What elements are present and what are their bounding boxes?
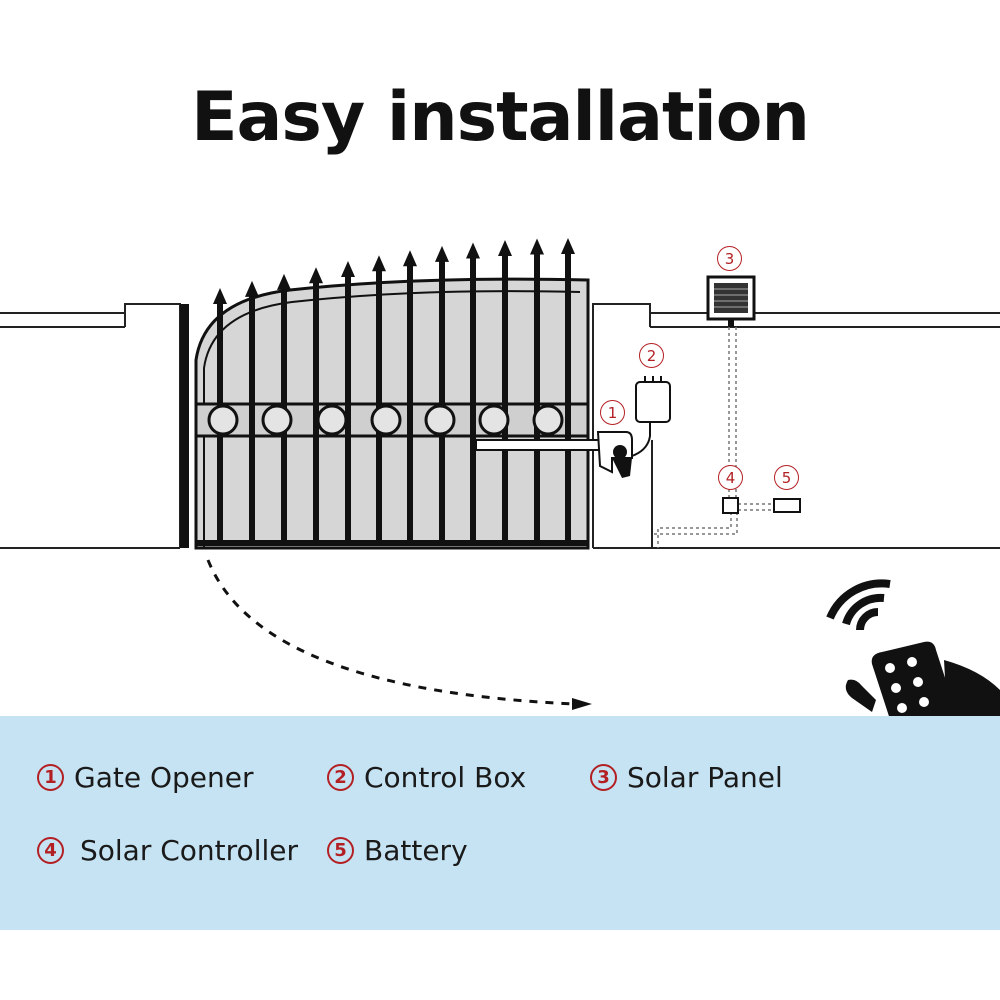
spear-tip bbox=[403, 250, 417, 267]
spear-tip bbox=[277, 273, 291, 290]
gate-rings bbox=[207, 404, 564, 436]
gate bbox=[180, 238, 590, 550]
gate-ring bbox=[532, 404, 564, 436]
page-title: Easy installation bbox=[191, 78, 810, 157]
solar-controller bbox=[722, 497, 739, 514]
legend-item-gate-opener: 1 Gate Opener bbox=[37, 761, 253, 794]
callout-5-battery: 5 bbox=[774, 465, 799, 490]
spear-tip bbox=[341, 260, 355, 277]
legend-label: Control Box bbox=[364, 761, 527, 794]
number-badge: 1 bbox=[37, 764, 64, 791]
battery bbox=[773, 498, 801, 513]
solar-panel bbox=[706, 275, 756, 327]
legend-item-solar-controller: 4 Solar Controller bbox=[37, 834, 298, 867]
legend-label: Solar Controller bbox=[80, 834, 298, 867]
legend-item-battery: 5 Battery bbox=[327, 834, 468, 867]
swing-path-arrow bbox=[206, 559, 576, 706]
gate-ring bbox=[478, 404, 510, 436]
legend-panel: 1 Gate Opener 2 Control Box 3 Solar Pane… bbox=[0, 716, 1000, 930]
callout-3-solar-panel: 3 bbox=[717, 246, 742, 271]
spear-tip bbox=[213, 288, 227, 304]
callout-1-gate-opener: 1 bbox=[600, 400, 625, 425]
spear-tip bbox=[309, 267, 323, 284]
callout-2-control-box: 2 bbox=[639, 343, 664, 368]
number-badge: 2 bbox=[327, 764, 354, 791]
wiring bbox=[654, 327, 774, 548]
control-box bbox=[631, 376, 671, 457]
spear-tip bbox=[466, 242, 480, 259]
spear-tip bbox=[498, 240, 512, 257]
number-badge: 5 bbox=[327, 837, 354, 864]
gate-ring bbox=[316, 404, 348, 436]
number-badge: 4 bbox=[37, 837, 64, 864]
wall-right bbox=[592, 303, 1000, 549]
gate-ring bbox=[261, 404, 293, 436]
gate-ring bbox=[370, 404, 402, 436]
wall-left bbox=[0, 303, 181, 549]
callout-4-solar-controller: 4 bbox=[718, 465, 743, 490]
number-badge: 3 bbox=[590, 764, 617, 791]
spear-tip bbox=[245, 280, 259, 297]
spear-tip bbox=[561, 238, 575, 254]
gate-opener bbox=[475, 431, 633, 478]
arrow-head bbox=[572, 698, 592, 710]
legend-label: Battery bbox=[364, 834, 468, 867]
spear-tip bbox=[530, 238, 544, 255]
legend-label: Gate Opener bbox=[74, 761, 254, 794]
legend-item-solar-panel: 3 Solar Panel bbox=[590, 761, 783, 794]
spear-tip bbox=[435, 245, 449, 262]
legend-label: Solar Panel bbox=[627, 761, 783, 794]
gate-ring bbox=[207, 404, 239, 436]
legend-item-control-box: 2 Control Box bbox=[327, 761, 526, 794]
gate-bars bbox=[213, 238, 575, 542]
gate-ring bbox=[424, 404, 456, 436]
wireless-signal-icon bbox=[826, 579, 891, 631]
spear-tip bbox=[372, 255, 386, 272]
